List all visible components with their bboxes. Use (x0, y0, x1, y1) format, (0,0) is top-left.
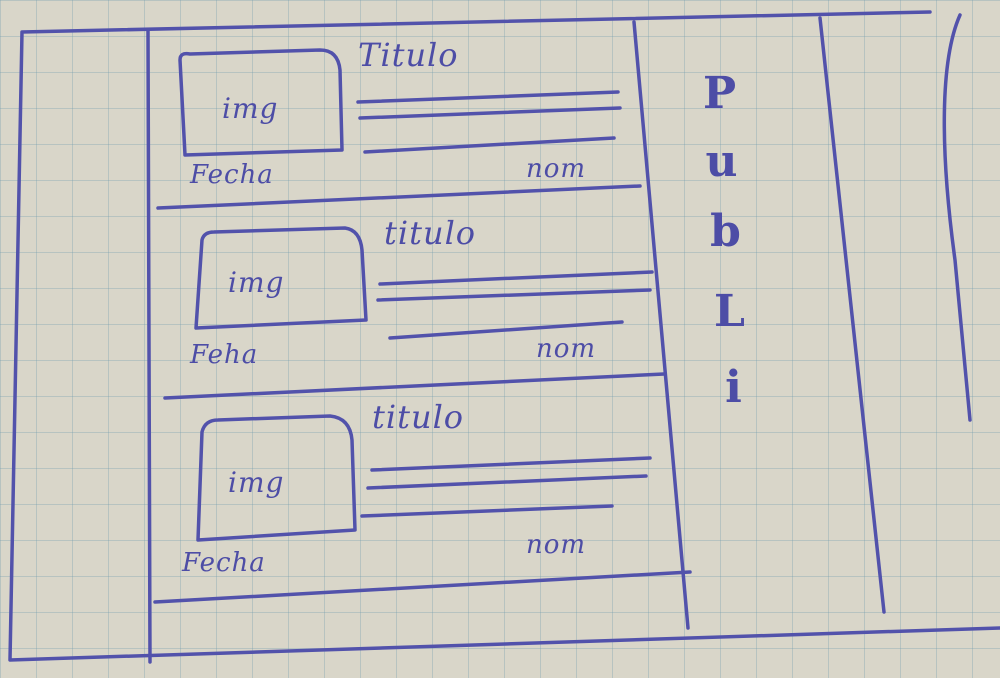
ad-letter: i (725, 362, 743, 413)
card-separator (163, 372, 666, 400)
text-line (370, 456, 652, 472)
content-bottom (153, 570, 692, 604)
right-column-divider (818, 16, 886, 614)
text-line (366, 474, 648, 490)
ad-letter: L (714, 286, 746, 337)
card-date: Fecha (182, 548, 266, 578)
text-line (358, 106, 622, 120)
card-author: nom (526, 154, 587, 184)
image-placeholder (196, 414, 357, 542)
card-author: nom (536, 334, 597, 364)
content-column-divider (632, 20, 690, 630)
ad-letter: P (702, 68, 738, 119)
card-title: titulo (384, 214, 477, 252)
text-line (356, 90, 620, 104)
card-title: Titulo (358, 36, 459, 74)
text-line (378, 270, 654, 286)
left-column-divider (146, 28, 152, 664)
right-frame-edge (942, 13, 972, 422)
card-separator (156, 184, 642, 210)
image-label: img (222, 92, 279, 125)
ad-letter: b (710, 206, 742, 257)
card-date: Feha (190, 340, 259, 370)
text-line (360, 504, 614, 518)
card-title: titulo (372, 398, 465, 436)
image-label: img (228, 266, 285, 299)
ad-letter: u (705, 136, 739, 187)
text-line (376, 288, 652, 302)
card-date: Fecha (190, 160, 274, 190)
image-placeholder (194, 226, 368, 330)
image-placeholder (178, 48, 344, 157)
card-author: nom (526, 530, 587, 560)
text-line (388, 320, 624, 340)
page-frame (8, 10, 1000, 662)
image-label: img (228, 466, 285, 499)
text-line (363, 136, 616, 154)
